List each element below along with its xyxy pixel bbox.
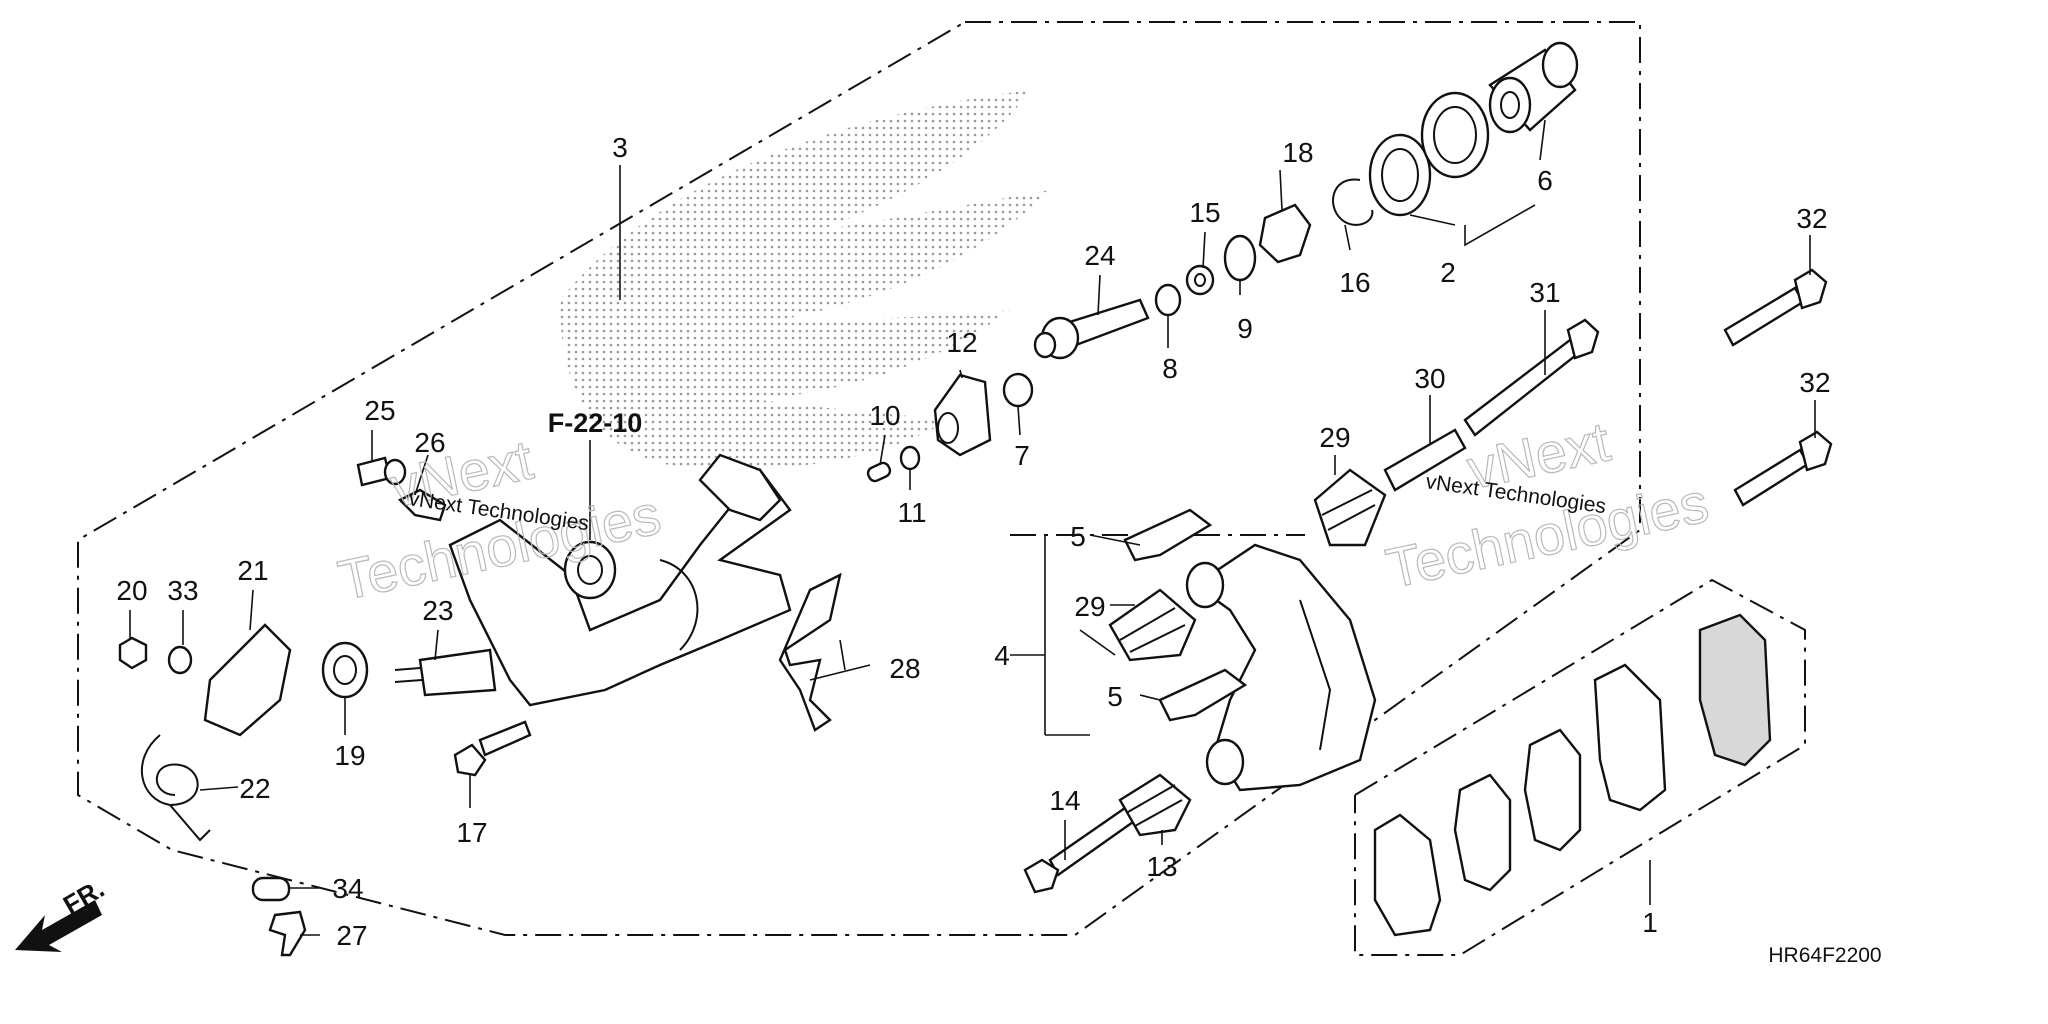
callout-19: 19 [334,740,365,771]
callout-11: 11 [897,497,926,528]
callout-28: 28 [889,653,920,684]
callout-8: 8 [1162,353,1178,384]
front-direction-arrow: FR. [15,873,109,952]
part-31-bolt [1463,318,1600,437]
callout-30: 30 [1414,363,1445,394]
callout-22: 22 [239,773,270,804]
callout-12: 12 [946,327,977,358]
callout-13: 13 [1146,851,1177,882]
callout-33: 33 [167,575,198,606]
callout-15: 15 [1189,197,1220,228]
callout-32-upper: 32 [1796,203,1827,234]
part-29-boot-upper [1313,468,1387,547]
assembly-3-outline [77,21,1641,936]
part-29-boot-lower [1108,588,1197,662]
callout-29-lower: 29 [1074,591,1105,622]
part-15-washer [1185,264,1215,296]
callout-2: 2 [1440,257,1456,288]
callout-14: 14 [1049,785,1080,816]
callout-27: 27 [336,920,367,951]
part-23-pin [394,648,497,697]
wing-emblem [560,90,1050,470]
part-1-brake-pads [1373,613,1772,937]
part-20-nut [118,636,148,670]
callout-21: 21 [237,555,268,586]
part-8-nut [1154,283,1182,317]
part-27-bleeder-cap [268,910,307,957]
callout-1: 1 [1642,907,1658,938]
part-14-bolt [1023,806,1135,894]
callout-5-lower: 5 [1107,681,1123,712]
callout-3: 3 [612,132,628,163]
callout-31: 31 [1529,277,1560,308]
callout-29-upper: 29 [1319,422,1350,453]
part-32-bolt-upper [1723,268,1828,347]
callout-24: 24 [1084,240,1115,271]
part-30-pin [1383,428,1467,492]
part-22-spring [141,734,211,842]
callout-16: 16 [1339,267,1370,298]
part-16-circlip [1332,178,1374,226]
callout-7: 7 [1014,440,1030,471]
part-13-boot [1118,773,1192,837]
part-9-spring [1223,234,1257,282]
front-label: FR. [58,873,109,920]
part-17-bolt [453,720,532,777]
callout-9: 9 [1237,313,1253,344]
callout-numbers: 1 2 3 4 5 5 6 7 8 9 10 11 12 13 14 15 16… [116,132,1830,951]
part-3-caliper-body [448,453,792,707]
part-34-cap [251,876,291,902]
callout-18: 18 [1282,137,1313,168]
part-5-clip-lower [1158,668,1248,722]
callout-25: 25 [364,395,395,426]
callout-32-lower: 32 [1799,367,1830,398]
part-5-clip-upper [1123,508,1213,562]
callout-17: 17 [456,817,487,848]
callout-4: 4 [994,640,1010,671]
part-4-bracket [1185,543,1377,792]
part-2-seals [1368,91,1490,217]
part-33-washer [167,645,193,675]
leader-lines [129,119,1816,936]
part-7-nut [1002,372,1034,408]
callout-26: 26 [414,427,445,458]
part-19-seal [321,641,369,699]
section-reference[interactable]: F-22-10 [548,408,643,438]
callout-5-upper: 5 [1070,521,1086,552]
part-6-sleeve [1488,41,1579,134]
diagram-code: HR64F2200 [1768,944,1881,967]
part-28-pad-spring [778,572,842,732]
callout-10: 10 [869,400,900,431]
part-18-adjuster [1258,203,1312,264]
part-11-washer [899,445,921,471]
part-12-cam [933,373,992,457]
callout-23: 23 [422,595,453,626]
part-21-lever [203,623,292,737]
part-24-bolt [1033,298,1150,360]
assembly-1-outline [1354,578,1806,956]
callout-6: 6 [1537,165,1553,196]
part-32-bolt-lower [1733,430,1833,507]
callout-34: 34 [332,873,363,904]
callout-20: 20 [116,575,147,606]
part-25-bleeder [356,456,407,487]
part-10-pin [866,461,892,483]
